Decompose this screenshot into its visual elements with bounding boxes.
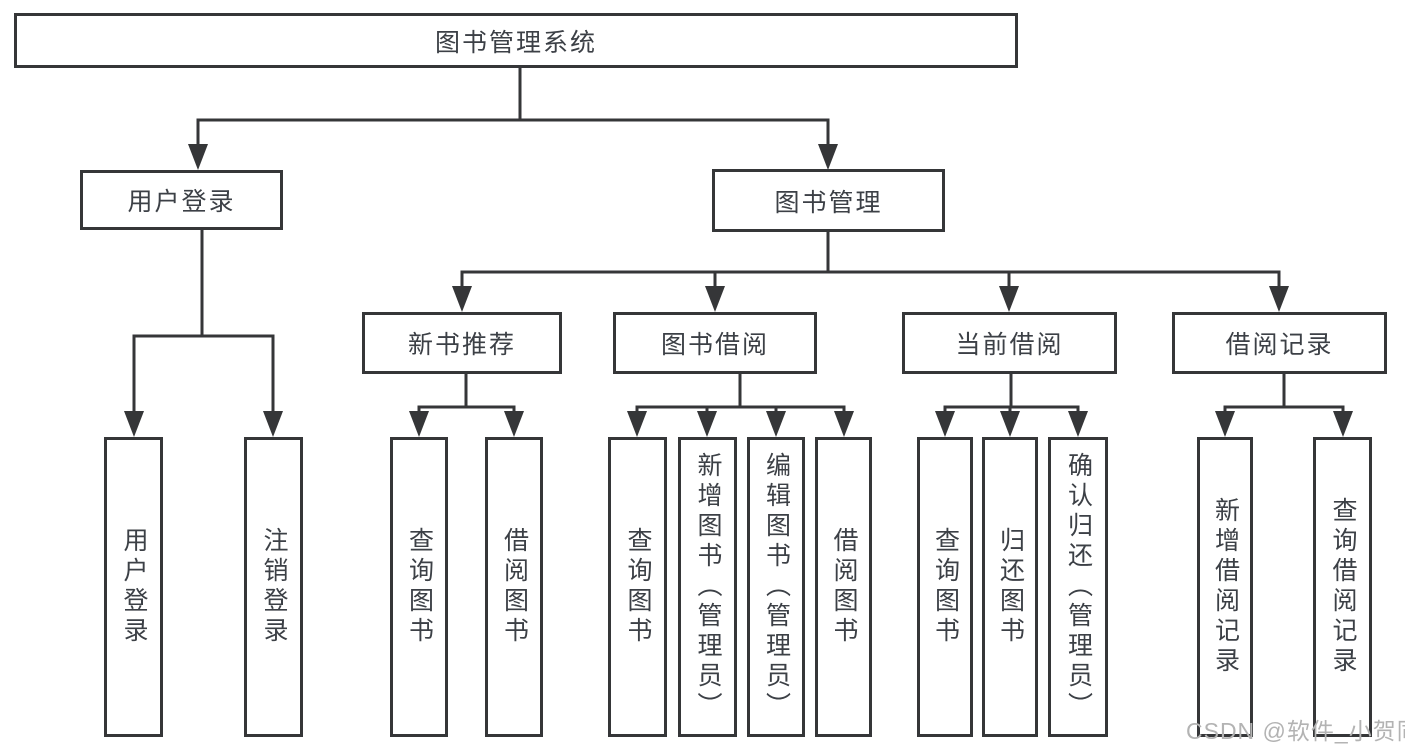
leaf-label: 归还图书: [996, 527, 1025, 647]
node-label: 新书推荐: [407, 331, 516, 359]
leaf-query-books-borrow: 查询图书: [608, 437, 667, 737]
leaf-query-borrow-record: 查询借阅记录: [1313, 437, 1372, 737]
node-current-borrow: 当前借阅: [902, 312, 1117, 374]
leaf-logout: 注销登录: [244, 437, 303, 737]
node-label: 借阅记录: [1225, 331, 1334, 359]
leaf-return-books: 归还图书: [982, 437, 1038, 737]
node-book-management: 图书管理: [712, 169, 945, 232]
leaf-label: 确认归还（管理员）: [1064, 452, 1093, 722]
leaf-label: 借阅图书: [830, 527, 858, 647]
leaf-label: 查询图书: [624, 527, 652, 647]
leaf-label: 查询图书: [405, 527, 434, 647]
node-label: 图书借阅: [660, 331, 769, 359]
leaf-user-login: 用户登录: [104, 437, 163, 737]
leaf-edit-books-admin: 编辑图书（管理员）: [747, 437, 805, 737]
leaf-label: 编辑图书（管理员）: [762, 452, 791, 722]
node-label: 当前借阅: [955, 331, 1064, 359]
leaf-add-books-admin: 新增图书（管理员）: [678, 437, 737, 737]
leaf-label: 借阅图书: [500, 527, 529, 647]
leaf-query-books-current: 查询图书: [917, 437, 973, 737]
leaf-borrow-books-recommend: 借阅图书: [485, 437, 543, 737]
node-label: 图书管理: [774, 188, 883, 217]
leaf-label: 查询图书: [931, 527, 960, 647]
node-library-management-system: 图书管理系统: [14, 13, 1018, 68]
node-book-borrow: 图书借阅: [613, 312, 817, 374]
leaf-label: 新增图书（管理员）: [694, 452, 722, 722]
leaf-query-books-recommend: 查询图书: [390, 437, 448, 737]
leaf-label: 新增借阅记录: [1211, 497, 1240, 677]
leaf-confirm-return-admin: 确认归还（管理员）: [1048, 437, 1108, 737]
node-label: 图书管理系统: [434, 28, 597, 57]
node-user-login: 用户登录: [80, 170, 283, 230]
leaf-add-borrow-record: 新增借阅记录: [1197, 437, 1253, 737]
node-new-book-recommend: 新书推荐: [362, 312, 562, 374]
node-label: 用户登录: [127, 188, 236, 216]
csdn-watermark: CSDN @软件_小贺同学: [1186, 718, 1405, 744]
leaf-label: 查询借阅记录: [1329, 497, 1357, 677]
node-borrow-records: 借阅记录: [1172, 312, 1387, 374]
leaf-label: 用户登录: [120, 527, 148, 647]
leaf-borrow-books: 借阅图书: [815, 437, 872, 737]
leaf-label: 注销登录: [260, 527, 288, 647]
